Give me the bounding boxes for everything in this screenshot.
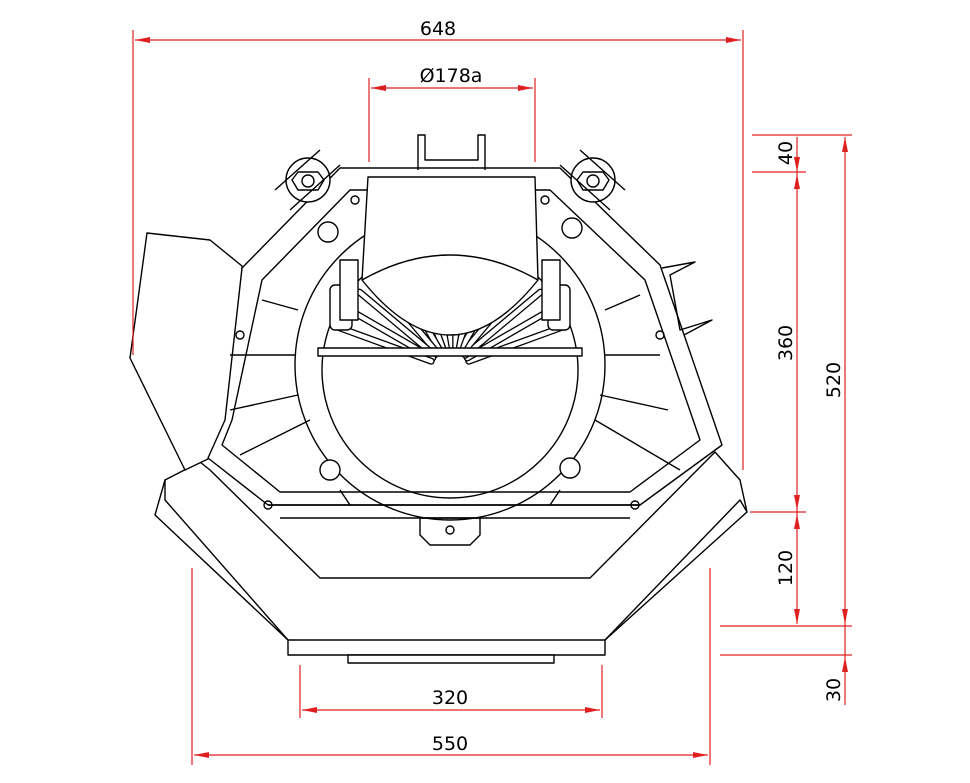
fan-blade	[463, 289, 543, 358]
side-bracket	[661, 261, 713, 336]
dim-body-height: 360	[775, 325, 797, 361]
dim-base-height: 120	[775, 550, 797, 586]
mount-bolts	[235, 149, 665, 510]
spoke	[339, 489, 351, 506]
dim-overall-height: 520	[823, 362, 845, 398]
fan-blade	[357, 289, 437, 358]
spoke	[604, 294, 641, 311]
spoke	[594, 419, 681, 471]
top-cylinder	[361, 134, 539, 336]
spoke	[229, 394, 299, 411]
base-tray	[154, 451, 748, 664]
spoke	[239, 419, 311, 456]
dim-base-bottom-width: 320	[432, 687, 468, 709]
dimension-lines	[132, 30, 852, 765]
dim-top-offset: 40	[775, 141, 797, 165]
spoke	[599, 394, 669, 411]
dim-foot-height: 30	[823, 678, 845, 702]
dim-overall-width: 648	[420, 18, 456, 40]
clamps	[317, 217, 583, 481]
spoke	[549, 489, 561, 506]
dim-diameter: Ø178a	[420, 65, 483, 87]
spoke	[261, 299, 299, 311]
dim-base-width: 550	[432, 733, 468, 755]
